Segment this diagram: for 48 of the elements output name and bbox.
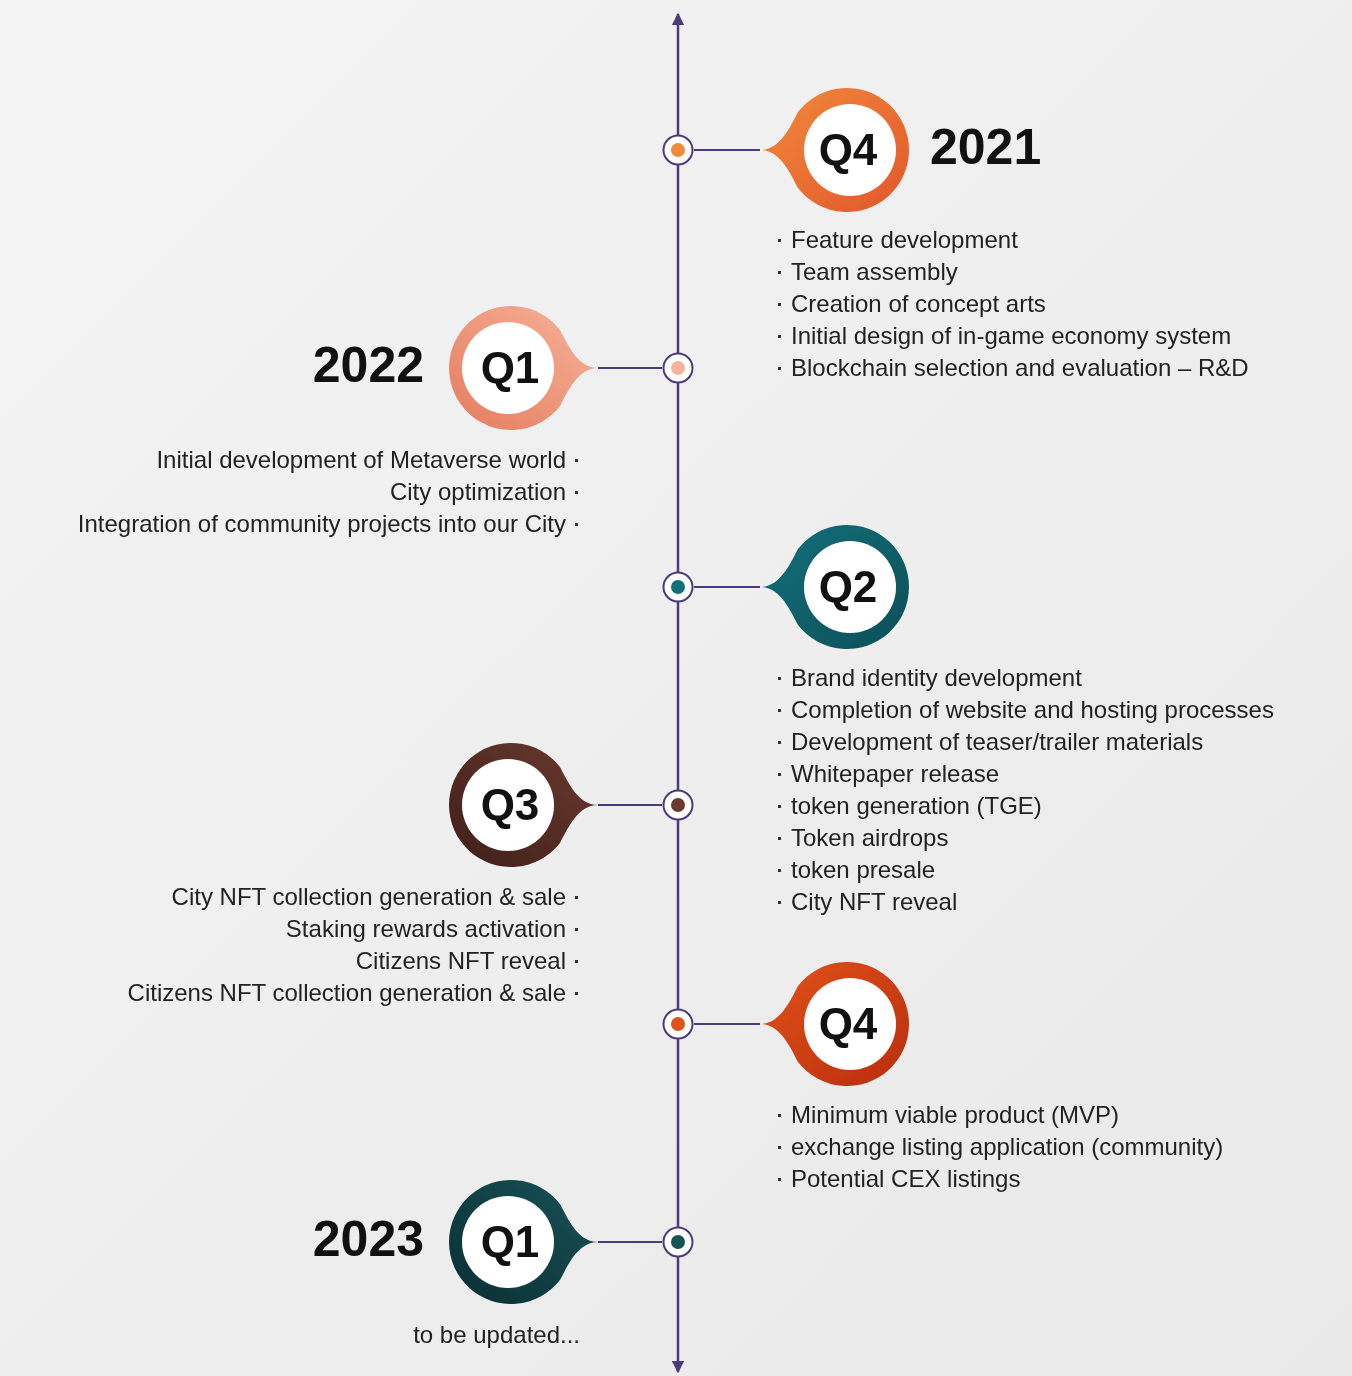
- quarter-label: Q4: [817, 124, 879, 176]
- connector-line: [693, 1023, 761, 1025]
- timeline-dot: [662, 571, 694, 603]
- list-item: token generation (TGE): [791, 791, 1042, 821]
- year-label: 2023: [312, 1210, 424, 1269]
- list-item: Development of teaser/trailer materials: [791, 727, 1204, 757]
- connector-line: [597, 367, 663, 369]
- list-item: Brand identity development: [791, 663, 1082, 693]
- quarter-label: Q4: [817, 998, 879, 1050]
- quarter-pin: [446, 1179, 598, 1305]
- list-item: City NFT collection generation & sale: [171, 882, 566, 912]
- list-item: Team assembly: [791, 257, 958, 287]
- list-item: City NFT reveal: [791, 887, 958, 917]
- list-item: Integration of community projects into our City: [77, 509, 566, 539]
- list-item: Minimum viable product (MVP): [791, 1100, 1120, 1130]
- quarter-pin: [446, 305, 598, 431]
- year-label: 2021: [930, 118, 1042, 177]
- connector-line: [693, 586, 761, 588]
- year-label: 2022: [312, 336, 424, 395]
- list-item: Citizens NFT collection generation & sale: [127, 978, 566, 1008]
- list-item: Feature development: [791, 225, 1018, 255]
- list-item: exchange listing application (community): [791, 1132, 1224, 1162]
- timeline-dot: [662, 1008, 694, 1040]
- timeline-dot: [662, 134, 694, 166]
- timeline-dot: [662, 352, 694, 384]
- connector-line: [597, 1241, 663, 1243]
- connector-line: [693, 149, 761, 151]
- timeline-dot: [662, 789, 694, 821]
- list-item: City optimization: [389, 477, 566, 507]
- list-item: to be updated...: [413, 1320, 580, 1350]
- quarter-label: Q2: [817, 561, 879, 613]
- list-item: Completion of website and hosting processes: [791, 695, 1274, 725]
- list-item: Blockchain selection and evaluation – R&D: [791, 353, 1249, 383]
- list-item: Potential CEX listings: [791, 1164, 1021, 1194]
- list-item: Citizens NFT reveal: [355, 946, 566, 976]
- list-item: Whitepaper release: [791, 759, 1000, 789]
- list-item: token presale: [791, 855, 936, 885]
- quarter-label: Q3: [479, 779, 541, 831]
- list-item: Token airdrops: [791, 823, 949, 853]
- list-item: Initial design of in-game economy system: [791, 321, 1232, 351]
- quarter-pin: [446, 742, 598, 868]
- list-item: Initial development of Metaverse world: [156, 445, 566, 475]
- list-item: Staking rewards activation: [285, 914, 566, 944]
- quarter-label: Q1: [479, 1216, 541, 1268]
- quarter-label: Q1: [479, 342, 541, 394]
- list-item: Creation of concept arts: [791, 289, 1046, 319]
- connector-line: [597, 804, 663, 806]
- timeline-dot: [662, 1226, 694, 1258]
